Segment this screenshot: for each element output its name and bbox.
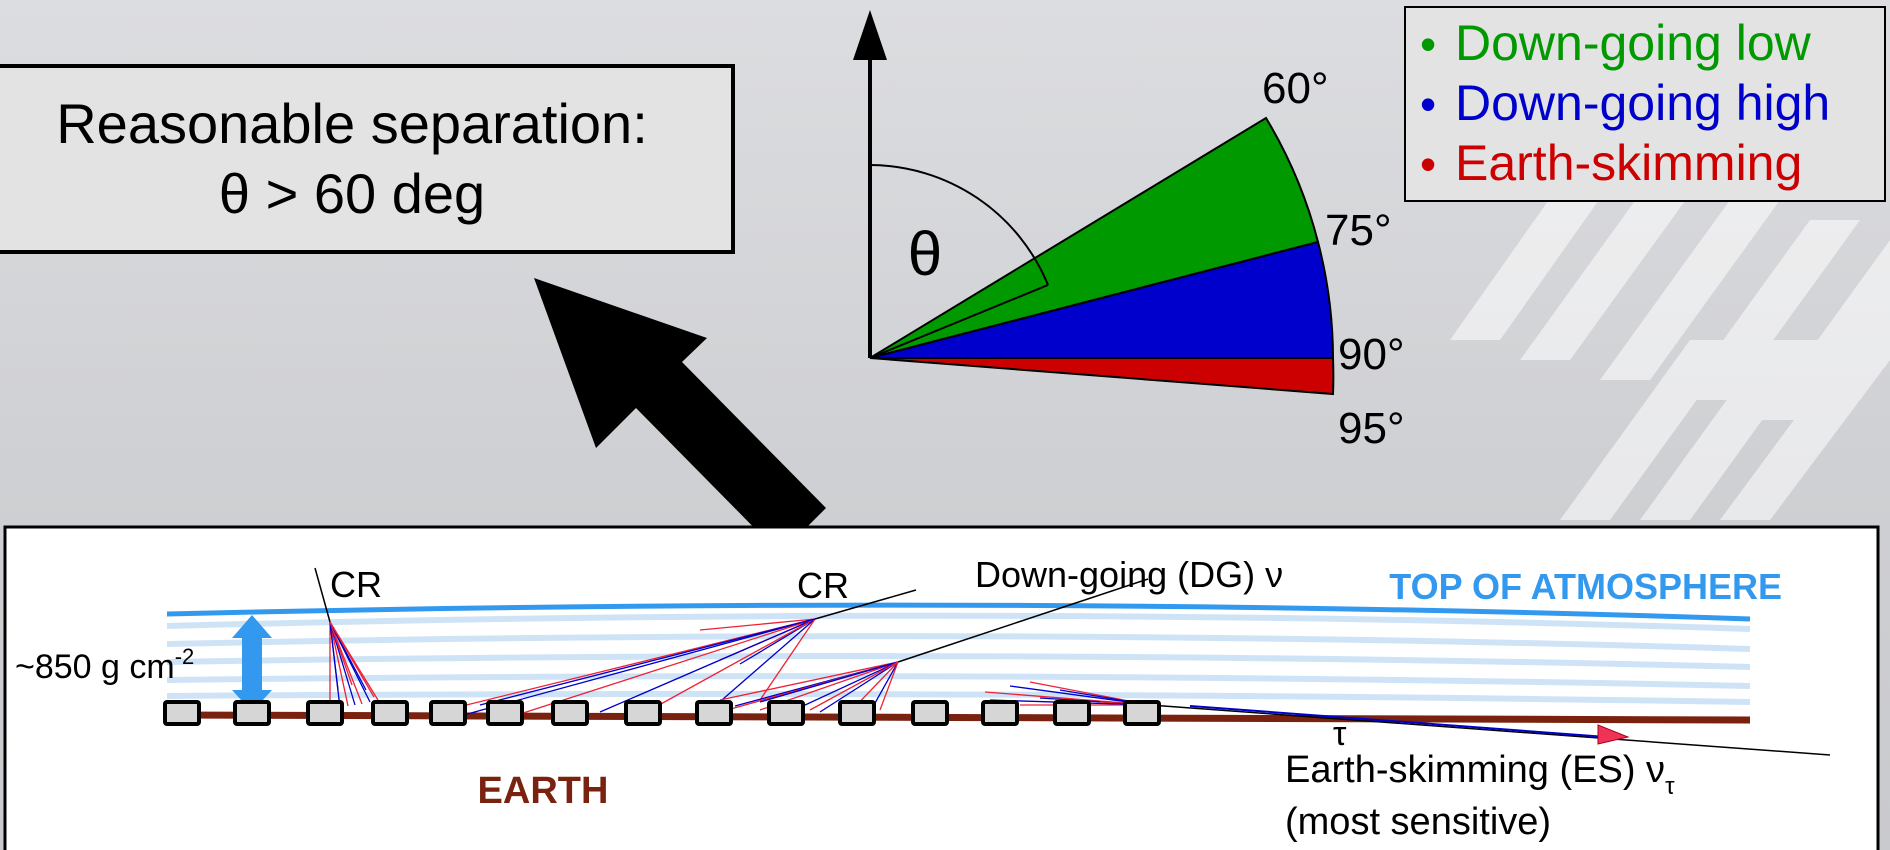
tau-label: τ [1333,715,1347,753]
atmosphere-layers [166,612,1751,705]
detector-station [981,700,1019,726]
legend-item-earth-skimming: • Earth-skimming [1420,135,1802,191]
theta-label: θ [908,220,942,289]
cr-label-2: CR [797,565,849,606]
detector-station [233,700,271,726]
earth-skimming-label: Earth-skimming (ES) ντ [1285,749,1675,800]
down-going-label: Down-going (DG) ν [975,554,1283,595]
wedge-earth-skimming [869,357,1335,396]
detector-station [306,700,344,726]
earth-label: EARTH [478,770,609,812]
separation-line2: θ > 60 deg [219,162,485,225]
dg-neutrino-shower [719,578,1149,713]
angle-label-60: 60° [1262,64,1329,113]
detector-array [163,700,1161,726]
detector-station [838,700,876,726]
legend-label: Earth-skimming [1455,135,1802,191]
detector-station [1053,700,1091,726]
cr-shower-vertical [314,567,379,709]
detector-station [551,700,589,726]
angle-label-75: 75° [1325,206,1392,255]
legend: • Down-going low • Down-going high • Ear… [1404,6,1886,202]
background-watermark [1450,170,1890,520]
depth-label: ~850 g cm-2 [15,644,194,686]
angle-diagram: θ 60° 75° 90° 95° [853,10,1405,453]
legend-item-down-going-high: • Down-going high [1420,75,1830,131]
top-of-atmosphere-line [166,602,1751,622]
detector-station [486,700,524,726]
legend-label: Down-going low [1455,15,1812,71]
panel-frame [3,525,1880,850]
detector-station [767,700,805,726]
legend-item-down-going-low: • Down-going low [1420,15,1812,71]
most-sensitive-note: (most sensitive) [1285,801,1551,843]
theta-arc [869,164,1049,286]
angle-label-90: 90° [1338,330,1405,379]
big-arrow-icon [534,278,826,554]
cr-shower-inclined [429,589,917,717]
detector-station [1123,700,1161,726]
detector-station [695,700,733,726]
detector-station [371,700,409,726]
legend-bullet: • [1420,18,1436,70]
top-of-atmosphere-label: TOP OF ATMOSPHERE [1389,566,1782,607]
separation-line1: Reasonable separation: [56,92,648,155]
separation-box: Reasonable separation: θ > 60 deg [0,64,735,254]
theta-ray [869,284,1049,359]
axis-arrowhead-icon [853,10,887,60]
detector-station [429,700,467,726]
detector-station [624,700,662,726]
detector-station [163,700,201,726]
atmosphere-panel: ~850 g cm-2 CR CR Down-going (DG) ν τ TO… [3,525,1880,850]
angle-label-95: 95° [1338,404,1405,453]
legend-bullet: • [1420,138,1436,190]
legend-bullet: • [1420,78,1436,130]
detector-station [911,700,949,726]
legend-label: Down-going high [1455,75,1830,131]
cr-label-1: CR [330,564,382,605]
